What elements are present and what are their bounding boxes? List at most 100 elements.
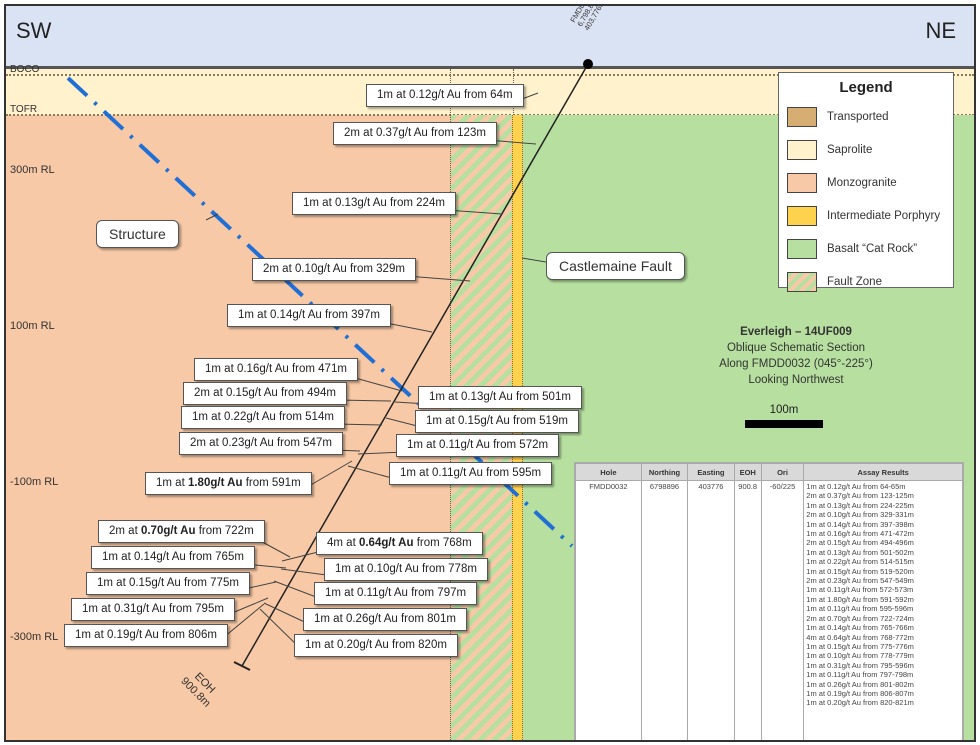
col-hole: Hole (575, 463, 642, 481)
assay-result: 1m at 0.11g/t Au from 572-573m (806, 585, 914, 595)
collar-marker (583, 59, 593, 69)
intercept-label: 1m at 0.19g/t Au from 806m (64, 624, 228, 647)
intercept-label: 1m at 0.13g/t Au from 501m (418, 386, 582, 409)
boco-line (6, 74, 974, 76)
table-row: FMDD0032 6798896 403776 900.8 -60/225 1m… (575, 480, 963, 740)
intercept-label: 1m at 0.16g/t Au from 471m (194, 358, 358, 381)
assay-result: 1m at 1.80g/t Au from 591-592m (806, 594, 914, 604)
legend-label: Basalt “Cat Rock” (827, 242, 918, 255)
title-block: Everleigh – 14UF009 Oblique Schematic Se… (686, 324, 906, 388)
cell-ori: -60/225 (760, 480, 805, 740)
tofr-label: TOFR (10, 104, 38, 115)
title-line-4: Looking Northwest (748, 374, 844, 386)
legend-label: Saprolite (827, 143, 873, 156)
assay-result: 1m at 0.19g/t Au from 806-807m (806, 688, 914, 698)
legend-label: Monzogranite (827, 176, 897, 189)
callout-leader (205, 213, 219, 221)
intercept-label: 1m at 0.31g/t Au from 795m (71, 598, 235, 621)
intercept-label: 4m at 0.64g/t Au from 768m (316, 532, 483, 555)
intercept-label: 2m at 0.10g/t Au from 329m (252, 258, 416, 281)
legend-item: Saprolite (779, 133, 953, 166)
assay-result: 1m at 0.20g/t Au from 820-821m (806, 698, 914, 708)
intercept-label: 1m at 0.11g/t Au from 572m (396, 434, 560, 457)
legend-title: Legend (839, 79, 893, 96)
legend-swatch (787, 172, 817, 193)
intercept-label: 1m at 0.22g/t Au from 514m (181, 406, 345, 429)
assay-result: 2m at 0.10g/t Au from 329-331m (806, 510, 914, 520)
assay-result: 1m at 0.22g/t Au from 514-515m (806, 557, 914, 567)
legend-label: Intermediate Porphyry (827, 209, 941, 222)
rl-label: 300m RL (10, 164, 55, 176)
cell-easting: 403776 (687, 480, 735, 740)
cross-section-frame: SW NE BOCO TOFR 300m RL 100m RL -100m RL… (4, 4, 976, 742)
intercept-label: 1m at 0.15g/t Au from 519m (415, 410, 579, 433)
assay-result: 1m at 0.31g/t Au from 795-596m (806, 660, 914, 670)
title-line-2: Oblique Schematic Section (726, 342, 866, 354)
title-line-3: Along FMDD0032 (045°-225°) (719, 358, 873, 370)
rl-label: 100m RL (10, 320, 55, 332)
assay-result: 1m at 0.15g/t Au from 519-520m (806, 566, 914, 576)
legend-label: Transported (827, 110, 889, 123)
scale-bar-graphic (745, 420, 823, 428)
drillhole-trace (241, 63, 589, 667)
intercept-label: 1m at 0.20g/t Au from 820m (294, 634, 458, 657)
title-line-1: Everleigh – 14UF009 (740, 326, 852, 338)
cell-eoh: 900.8 (733, 480, 762, 740)
intercept-label: 1m at 0.15g/t Au from 775m (86, 572, 250, 595)
assay-result: 1m at 0.15g/t Au from 775-776m (806, 641, 914, 651)
assay-result: 1m at 0.11g/t Au from 595-596m (806, 604, 914, 614)
legend-swatch (787, 205, 817, 226)
rl-label: -300m RL (10, 631, 59, 643)
assay-result: 1m at 0.14g/t Au from 397-398m (806, 519, 914, 529)
intercept-label: 1m at 0.13g/t Au from 224m (292, 192, 456, 215)
rl-label: -100m RL (10, 476, 59, 488)
intercept-label: 2m at 0.15g/t Au from 494m (183, 382, 347, 405)
direction-sw: SW (16, 18, 52, 43)
legend-item: Transported (779, 100, 953, 133)
legend-swatch (787, 106, 817, 127)
assay-result: 1m at 0.13g/t Au from 224-225m (806, 500, 914, 510)
assay-result: 1m at 0.14g/t Au from 765-766m (806, 623, 914, 633)
intercept-label: 1m at 0.26g/t Au from 801m (303, 608, 467, 631)
assay-result: 1m at 0.10g/t Au from 778-779m (806, 651, 914, 661)
assay-result: 4m at 0.64g/t Au from 768-772m (806, 632, 914, 642)
scale-bar: 100m (744, 404, 824, 428)
assay-result: 1m at 0.26g/t Au from 801-802m (806, 679, 914, 689)
scale-label: 100m (769, 404, 799, 416)
assay-result: 1m at 0.11g/t Au from 797-798m (806, 670, 914, 680)
intercept-label: 1m at 0.14g/t Au from 765m (91, 546, 255, 569)
intercept-leader (405, 275, 471, 282)
col-ori: Ori (760, 463, 805, 481)
intercept-label: 1m at 0.12g/t Au from 64m (366, 84, 524, 107)
legend-swatch (787, 139, 817, 160)
assay-table: Hole Northing Easting EOH Ori Assay Resu… (574, 462, 964, 740)
col-easting: Easting (687, 463, 735, 481)
assay-result: 2m at 0.23g/t Au from 547-549m (806, 576, 914, 586)
callout-leader (521, 257, 547, 263)
sky-band: SW NE (6, 6, 974, 69)
intercept-label: 1m at 1.80g/t Au from 591m (145, 472, 312, 495)
eoh-tick (233, 661, 251, 671)
assay-result: 1m at 0.13g/t Au from 501-502m (806, 547, 914, 557)
col-northing: Northing (640, 463, 689, 481)
intercept-label: 1m at 0.14g/t Au from 397m (227, 304, 391, 327)
castlemaine-fault-callout: Castlemaine Fault (546, 252, 685, 280)
col-assay: Assay Results (803, 463, 963, 481)
boco-label: BOCO (10, 64, 40, 75)
direction-ne: NE (925, 18, 956, 43)
legend-item: Basalt “Cat Rock” (779, 232, 953, 265)
assay-result: 1m at 0.16g/t Au from 471-472m (806, 529, 914, 539)
legend-item: Intermediate Porphyry (779, 199, 953, 232)
assay-result: 2m at 0.70g/t Au from 722-724m (806, 613, 914, 623)
legend-label: Fault Zone (827, 275, 882, 288)
assay-result: 2m at 0.15g/t Au from 494-496m (806, 538, 914, 548)
cell-hole: FMDD0032 (575, 480, 642, 740)
intercept-label: 1m at 0.11g/t Au from 595m (389, 462, 553, 485)
assay-result: 1m at 0.12g/t Au from 64-65m (806, 482, 906, 491)
structure-callout: Structure (96, 220, 179, 248)
cell-northing: 6798896 (640, 480, 689, 740)
legend-item: Fault Zone (779, 265, 953, 298)
intercept-label: 2m at 0.70g/t Au from 722m (98, 520, 265, 543)
